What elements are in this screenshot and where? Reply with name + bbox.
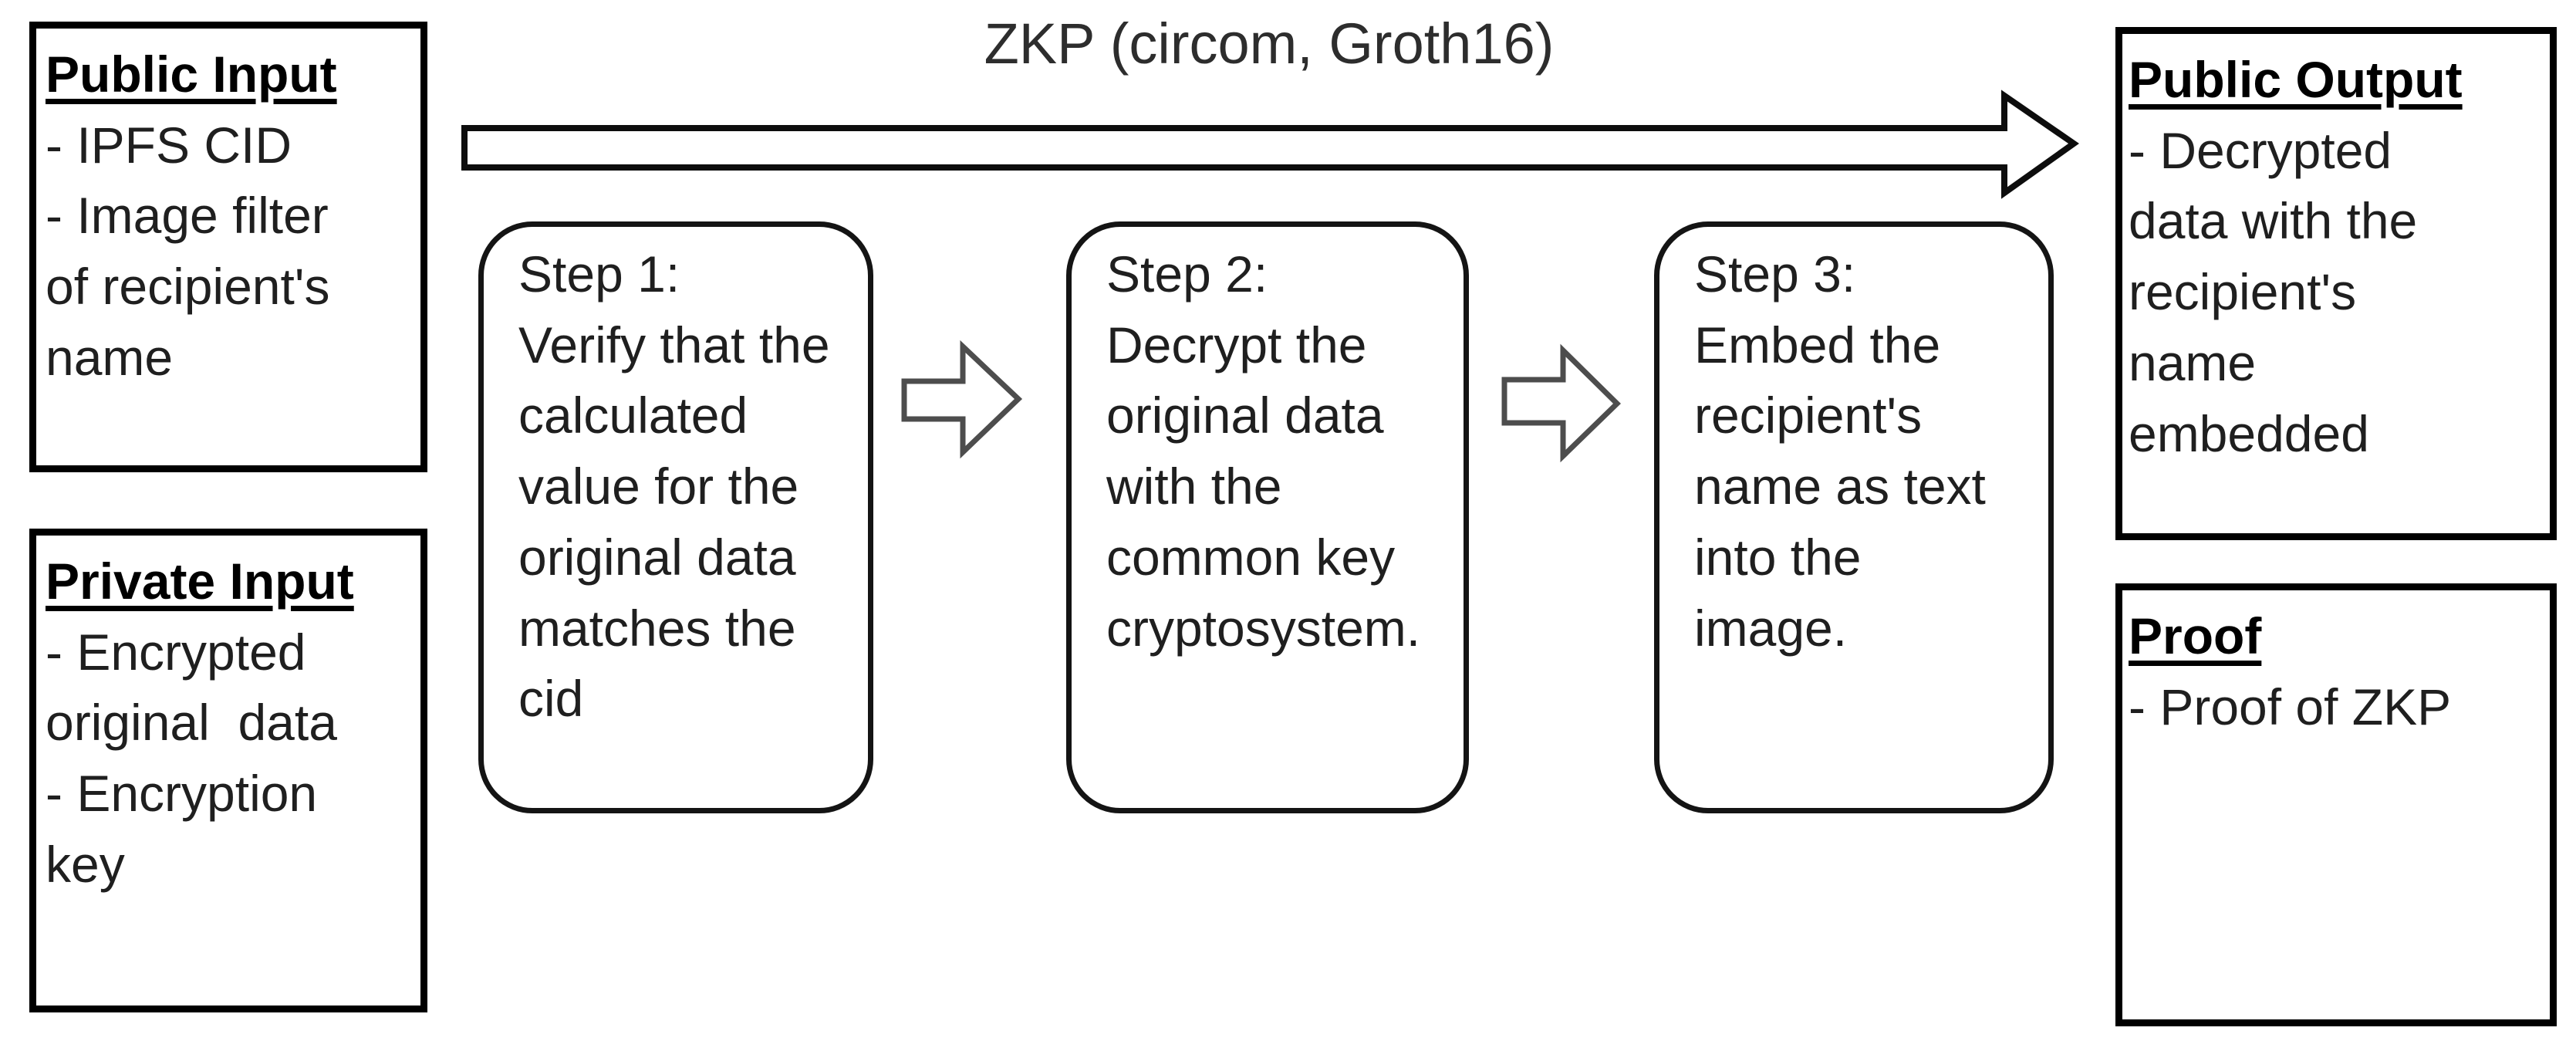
- proof-title: Proof: [2129, 607, 2262, 664]
- step-1-box: Step 1: Verify that the calculated value…: [478, 221, 873, 813]
- public-input-item: - IPFS CID: [46, 116, 292, 174]
- public-input-item: - Image filter of recipient's name: [46, 187, 330, 386]
- public-input-title: Public Input: [46, 46, 337, 103]
- step1-to-step2-arrow-icon: [901, 340, 1023, 459]
- zkp-arrow-label: ZKP (circom, Groth16): [984, 12, 1555, 76]
- step-3-text: Step 3: Embed the recipient's name as te…: [1694, 245, 1986, 657]
- private-input-title: Private Input: [46, 553, 354, 610]
- proof-item: - Proof of ZKP: [2129, 678, 2452, 735]
- proof-box: Proof - Proof of ZKP: [2115, 583, 2557, 1026]
- public-input-box: Public Input - IPFS CID - Image filter o…: [29, 22, 427, 472]
- step2-to-step3-arrow-icon: [1501, 343, 1622, 463]
- public-output-item: - Decrypted data with the recipient's na…: [2129, 121, 2418, 462]
- private-input-box: Private Input - Encrypted original data …: [29, 529, 427, 1012]
- step-2-box: Step 2: Decrypt the original data with t…: [1066, 221, 1469, 813]
- private-input-item: - Encryption key: [46, 765, 318, 893]
- step-1-text: Step 1: Verify that the calculated value…: [518, 245, 830, 728]
- step-3-box: Step 3: Embed the recipient's name as te…: [1654, 221, 2054, 813]
- step-2-text: Step 2: Decrypt the original data with t…: [1106, 245, 1421, 657]
- public-output-title: Public Output: [2129, 51, 2463, 108]
- public-output-box: Public Output - Decrypted data with the …: [2115, 27, 2557, 540]
- private-input-item: - Encrypted original data: [46, 623, 337, 752]
- zkp-flow-arrow-icon: [461, 90, 2079, 199]
